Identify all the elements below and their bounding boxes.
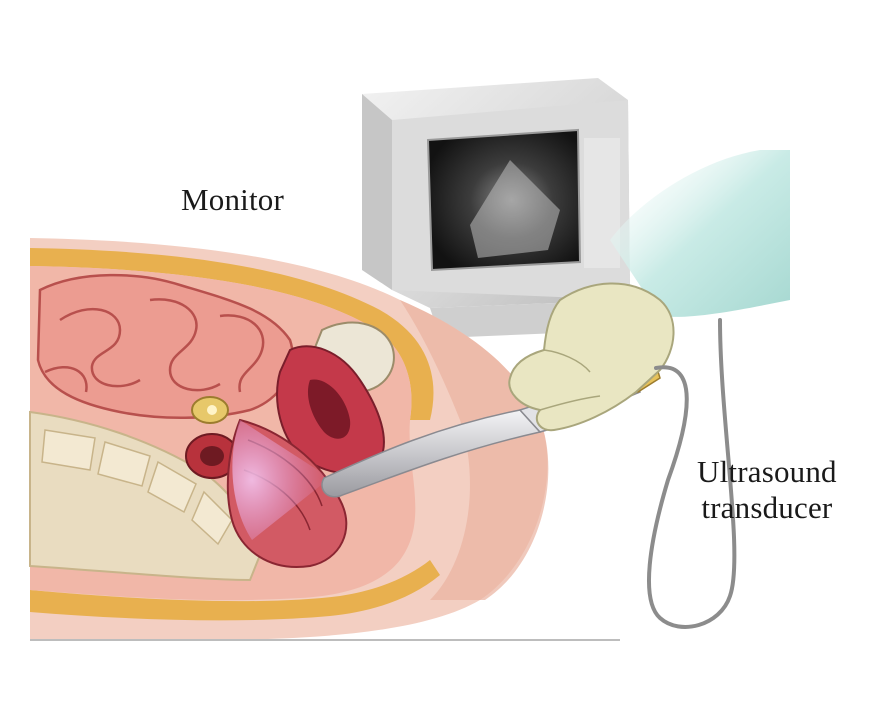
uterus bbox=[276, 345, 385, 475]
spine bbox=[29, 410, 264, 582]
ultrasound-beam bbox=[232, 420, 330, 540]
sleeve-illustration bbox=[610, 150, 790, 317]
monitor-label: Monitor bbox=[181, 182, 285, 217]
ovary bbox=[191, 396, 229, 424]
transducer-label-line1: Ultrasound bbox=[697, 454, 837, 489]
ultrasound-transducer-label: Ultrasound transducer bbox=[697, 454, 837, 526]
gloved-hand bbox=[508, 282, 675, 432]
intestines bbox=[36, 273, 294, 419]
rectum bbox=[185, 433, 239, 479]
transducer-label-line2: transducer bbox=[701, 490, 833, 525]
transducer-cable bbox=[646, 318, 737, 629]
